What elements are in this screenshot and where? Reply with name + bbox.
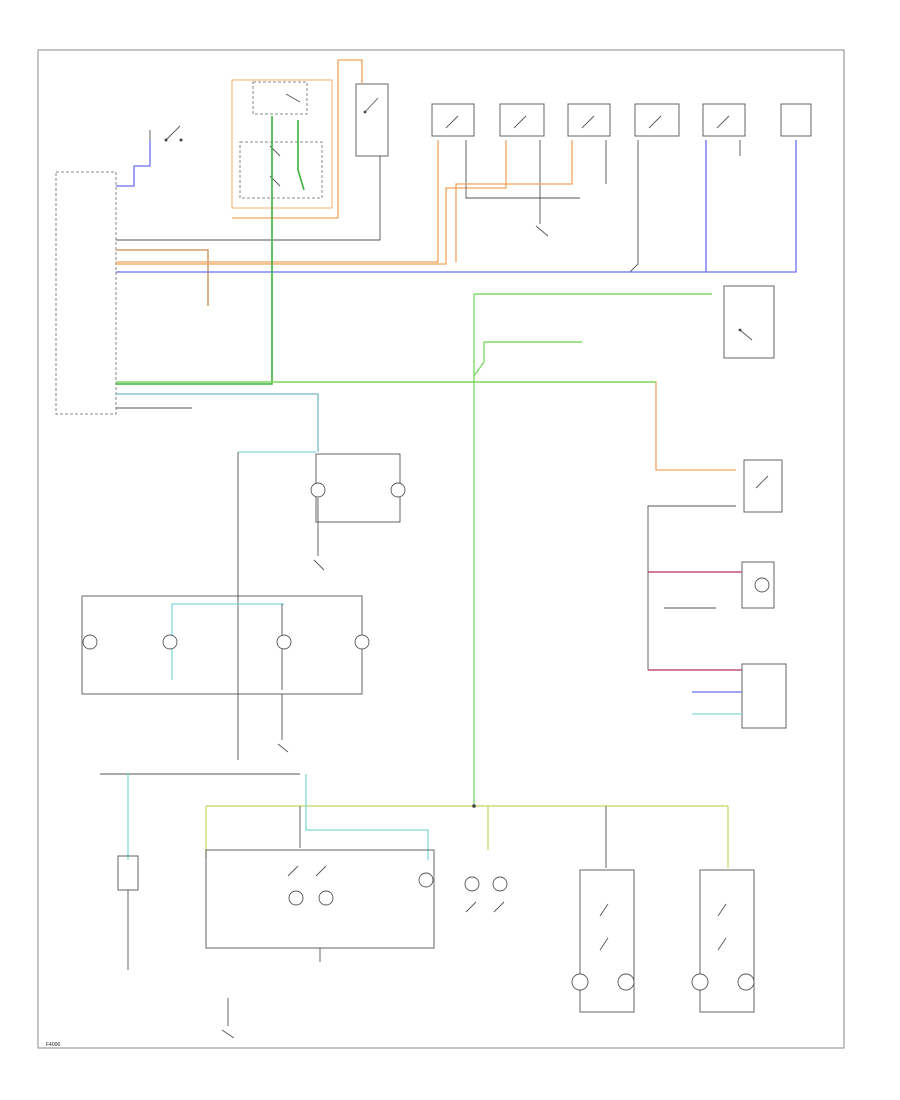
rear-dome-lamp-1 [288,890,304,906]
wire-cyan-reading [305,774,429,860]
left-rear-reading-lamp-2 [617,973,635,991]
left-footwell-lamp-1 [82,634,98,650]
diagram-border [37,49,845,1049]
headlamp-switch-box [355,83,389,157]
right-footwell-lamp-2 [354,634,370,650]
wire-orange-bus [116,381,736,471]
right-rear-reading-lamp-2 [737,973,755,991]
lf-door-switch-box [431,103,475,137]
lg-door-switch-box [702,103,746,137]
liftgate-module-box [780,103,812,137]
courtesy-lamp-2 [390,482,406,498]
wire-tan-module [116,249,209,306]
wire-black-lf-ground [465,140,580,199]
front-reading-lamp-1 [464,876,480,892]
courtesy-lamp-box [315,453,401,523]
rf-door-switch-box [499,103,545,137]
lighting-control-module-box [55,171,117,415]
ground-symbol-footwell [277,743,289,753]
wire-green-jog [473,342,485,377]
wire-orange-lr [455,140,573,262]
dome-lamp-switch-box [723,285,775,359]
courtesy-lamp-1 [310,482,326,498]
wire-black-rr [116,140,639,273]
rear-reading-lamp [418,872,434,888]
wire-orange-rf [116,140,507,265]
vanity-lamp [754,577,770,593]
left-rear-door-ajar-switch [149,125,183,142]
wire-blue-liftgate [116,140,797,273]
left-rear-reading-lamp-box [579,869,635,1013]
right-rear-reading-lamp-box [699,869,755,1013]
right-rear-reading-lamp-1 [691,973,709,991]
remote-entry-module-box [239,141,323,199]
cargo-lamp-box [117,855,139,891]
wire-black-right-vertical [647,505,736,670]
door-ajar-switches [431,103,812,137]
wire-orange-relay-right [232,60,339,219]
front-reading-lamp-2 [492,876,508,892]
vanity-lamp-box [741,561,775,609]
footwell-lamps-box [81,595,363,695]
rr-door-switch-box [634,103,680,137]
central-relay-outline [231,79,333,209]
figure-code: F4006 [46,1042,60,1048]
right-footwell-lamp-1 [276,634,292,650]
remote-keyless-module-box [741,663,787,729]
lr-door-switch-box [567,103,611,137]
wire-orange-lf [116,140,439,263]
rear-dome-lamp-2 [318,890,334,906]
wire-blue-left-switch [116,140,151,187]
ground-symbol-switches [535,225,549,237]
wire-orange-relay-top [338,59,363,84]
wire-teal-bus [116,393,319,452]
ground-symbol-bottom [221,1029,235,1039]
wire-green-relay-branch [297,120,305,191]
left-footwell-lamp-2 [162,634,178,650]
relay-coil-box [252,81,308,115]
wire-black-headlamp [116,156,381,241]
left-rear-reading-lamp-1 [571,973,589,991]
ground-symbol-courtesy [313,559,325,571]
wire-green-relay-out [116,116,273,385]
glove-box-switch-box [743,459,783,513]
